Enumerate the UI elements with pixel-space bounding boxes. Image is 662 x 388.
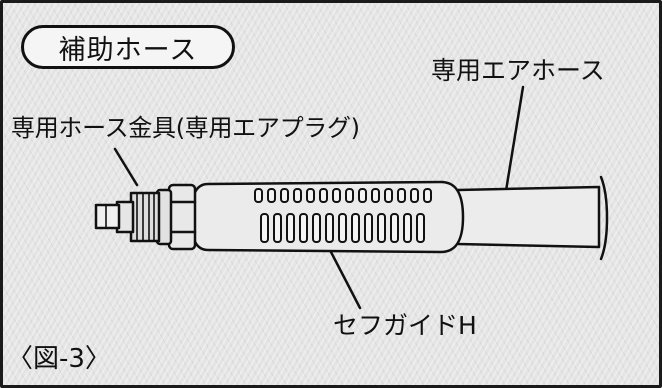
grip-rib <box>351 213 360 243</box>
grip-rib <box>377 213 386 243</box>
grip-rib <box>312 213 321 243</box>
grip-rib <box>280 188 289 203</box>
air-hose-label: 専用エアホース <box>431 56 605 85</box>
plug-tip <box>94 203 121 230</box>
grip-rib <box>338 213 347 243</box>
grip-rib <box>364 213 373 243</box>
air-hose-cut-end <box>599 175 609 261</box>
fitting-label: 専用ホース金具(専用エアプラグ) <box>11 114 360 142</box>
grip-rib <box>345 188 354 203</box>
grip-rib <box>273 213 282 243</box>
grip-rib <box>390 213 399 243</box>
fitting-leader-line <box>113 147 139 187</box>
grip-rib <box>423 188 432 203</box>
hose-illustration <box>94 85 609 310</box>
hex-nut <box>167 183 197 251</box>
grip-rib <box>397 188 406 203</box>
grip-rib <box>260 213 269 243</box>
grip-rib <box>286 213 295 243</box>
grip-rib <box>416 213 425 243</box>
air-hose <box>456 185 601 249</box>
grip-rib <box>319 188 328 203</box>
grip-rib <box>299 213 308 243</box>
guide-label: セフガイドH <box>333 311 477 340</box>
grip-rib <box>267 188 276 203</box>
title-badge: 補助ホース <box>21 25 235 69</box>
grip-rib <box>384 188 393 203</box>
title-text: 補助ホース <box>58 34 198 66</box>
figure-number: 〈図-3〉 <box>7 344 111 374</box>
grip-rib <box>403 213 412 243</box>
grip-rib <box>293 188 302 203</box>
grip-rib <box>325 213 334 243</box>
grip-rib <box>332 188 341 203</box>
grip-rib <box>254 188 263 203</box>
grip-rib <box>410 188 419 203</box>
grip-rib <box>358 188 367 203</box>
grip-rib <box>306 188 315 203</box>
grip-rib <box>371 188 380 203</box>
